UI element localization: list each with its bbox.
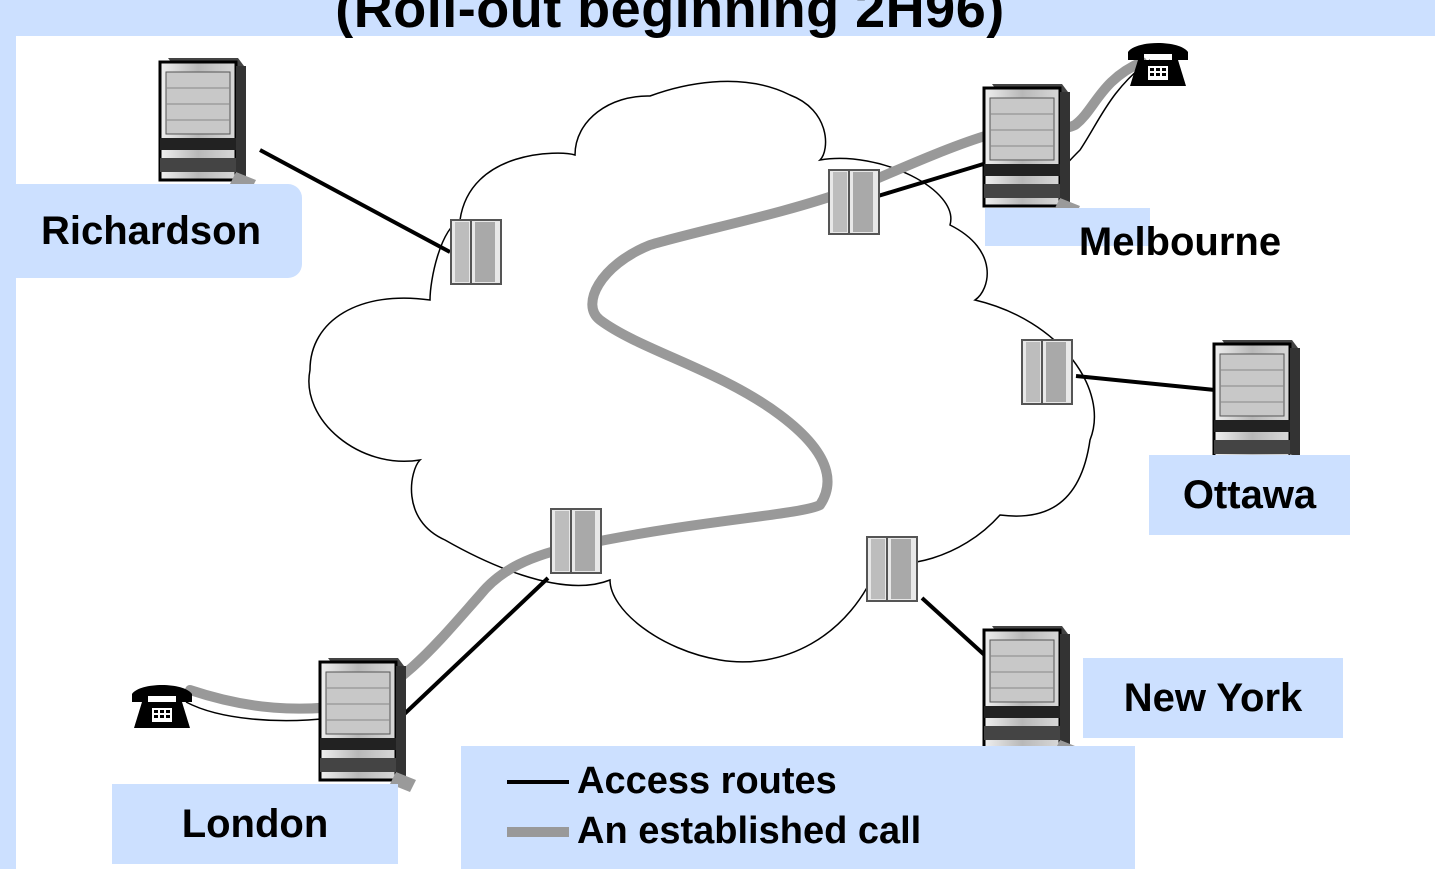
legend-label-access-routes: Access routes	[577, 760, 837, 802]
network-switch-icon	[1021, 339, 1073, 405]
network-switch-icon	[450, 219, 502, 285]
pbx-icon	[982, 624, 1082, 762]
legend-label-established-call: An established call	[577, 810, 922, 852]
pbx-icon	[1212, 338, 1312, 476]
established-call-swatch	[507, 826, 569, 837]
pbx-icon	[982, 82, 1082, 220]
page-title: (Roll-out beginning 2H96)	[335, 0, 1005, 39]
pbx-icon	[158, 56, 258, 194]
telephone-icon	[132, 685, 192, 728]
site-label-ottawa: Ottawa	[1149, 455, 1350, 535]
pbx-icon	[318, 656, 418, 794]
header-band	[0, 0, 1435, 36]
legend: Access routes An established call	[461, 746, 1135, 869]
network-switch-icon	[866, 536, 918, 602]
established-call-path	[185, 57, 1147, 714]
legend-item-established-call: An established call	[507, 810, 921, 853]
network-switch-icon	[828, 169, 880, 235]
site-label-new-york: New York	[1083, 658, 1343, 738]
network-switch-icon	[550, 508, 602, 574]
site-label-richardson: Richardson	[0, 184, 302, 278]
site-label-london: London	[112, 784, 398, 864]
legend-item-access-routes: Access routes	[507, 760, 837, 803]
access-route-swatch	[507, 779, 569, 784]
site-label-melbourne: Melbourne	[1078, 219, 1282, 264]
access-routes	[259, 148, 1216, 722]
telephone-icon	[1128, 43, 1188, 86]
